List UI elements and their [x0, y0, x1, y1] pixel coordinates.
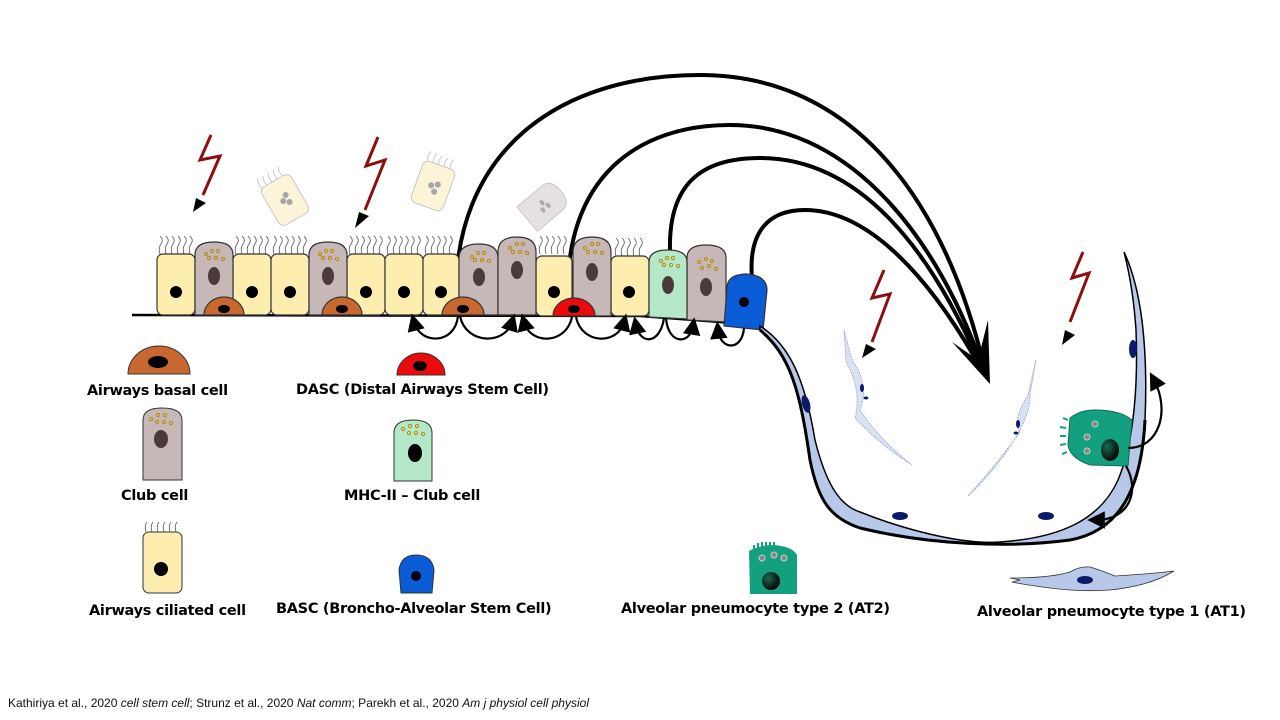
- legend-at2-icon: [749, 542, 797, 594]
- citation: Kathiriya et al., 2020 cell stem cell; S…: [8, 696, 589, 710]
- legend-label-ciliated: Airways ciliated cell: [89, 603, 246, 619]
- legend-label-basc: BASC (Broncho-Alveolar Stem Cell): [276, 601, 552, 617]
- ciliated-cell: [610, 255, 650, 317]
- injury-bolt: [869, 269, 893, 343]
- airway-epithelium: [156, 235, 768, 331]
- large-arrowhead: [952, 320, 990, 384]
- differentiation-arrows: [453, 72, 987, 371]
- ciliated-cell: [156, 253, 196, 316]
- detached-club-cell: [516, 182, 567, 232]
- cilia-group: [158, 235, 643, 257]
- nuclei: [170, 261, 749, 313]
- secretory-granules: [203, 241, 719, 272]
- legend-dasc-icon: [396, 352, 446, 376]
- detached-ciliated-cell: [257, 166, 309, 226]
- injury-bolts: [197, 134, 1092, 343]
- legend-label-basal: Airways basal cell: [87, 383, 228, 399]
- injury-bolt: [363, 136, 388, 211]
- detached-at1-cell: [843, 329, 913, 466]
- detached-at1-cell: [967, 359, 1037, 497]
- citation-b-journal: Nat comm: [296, 696, 352, 710]
- arrow-basal-to-alveolus: [453, 72, 987, 371]
- legend-icons: [127, 345, 1175, 594]
- legend-club-icon: [142, 407, 183, 481]
- at2-to-at1-arrow-up: [1127, 372, 1166, 450]
- legend-label-at1: Alveolar pneumocyte type 1 (AT1): [977, 604, 1246, 620]
- legend-ciliated-icon: [142, 521, 183, 594]
- legend-label-dasc: DASC (Distal Airways Stem Cell): [296, 382, 549, 398]
- arrow-dasc-to-alveolus: [565, 122, 984, 366]
- legend-label-mhc: MHC-II – Club cell: [344, 488, 481, 504]
- injury-bolt: [197, 134, 223, 196]
- legend-basc-icon: [398, 554, 435, 594]
- citation-a-authors: Kathiriya et al., 2020: [8, 696, 121, 710]
- legend-mhc-icon: [393, 419, 433, 482]
- legend-label-club: Club cell: [121, 488, 189, 504]
- legend-label-at2: Alveolar pneumocyte type 2 (AT2): [621, 601, 890, 617]
- ciliated-cell: [270, 253, 310, 316]
- detached-ciliated-cell: [410, 151, 456, 212]
- legend-basal-icon: [127, 345, 191, 375]
- self-renewal-arrows: [407, 313, 746, 347]
- citation-c-journal: Am j physiol cell physiol: [462, 696, 589, 710]
- legend-at1-icon: [1009, 566, 1175, 592]
- at2-cell-in-alveolus: [1059, 409, 1133, 467]
- arrow-basc-to-alveolus: [749, 207, 977, 359]
- citation-a-journal: cell stem cell: [120, 696, 190, 710]
- citation-b-authors: ; Strunz et al., 2020: [189, 696, 297, 710]
- ciliated-cell: [384, 253, 424, 316]
- citation-c-authors: ; Parekh et al., 2020: [351, 696, 463, 710]
- at1-nuclei: [801, 340, 1137, 520]
- alveolus: [759, 251, 1166, 546]
- injury-arrowheads: [193, 198, 1075, 358]
- arrow-mhc-to-alveolus: [667, 155, 980, 361]
- at2-to-at1-arrow-down: [1087, 465, 1134, 529]
- injury-bolt: [1068, 251, 1092, 323]
